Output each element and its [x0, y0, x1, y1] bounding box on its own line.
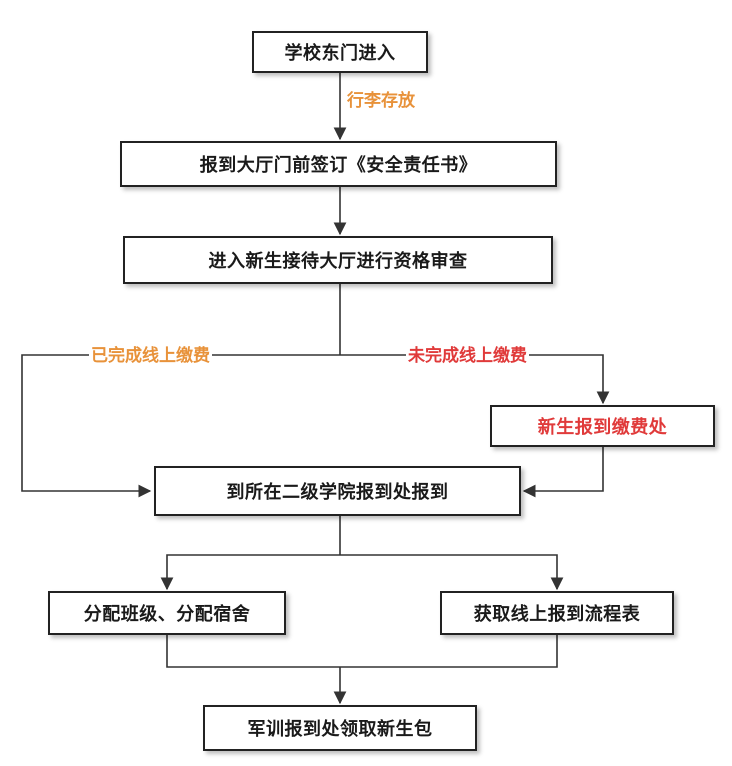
edge-flow-merge: [340, 635, 558, 668]
edge-to-assign-class: [160, 554, 340, 591]
node-assign-class: 分配班级、分配宿舍: [48, 591, 286, 635]
edge-to-flow-sheet: [340, 554, 564, 591]
edge-label-paid-online: 已完成线上缴费: [89, 345, 212, 367]
node-payment-office: 新生报到缴费处: [490, 405, 715, 447]
node-enter-east-gate: 学校东门进入: [252, 31, 428, 73]
node-military-training: 军训报到处领取新生包: [203, 705, 477, 751]
node-sign-safety: 报到大厅门前签订《安全责任书》: [120, 141, 557, 187]
edge-label-not-paid-online: 未完成线上缴费: [406, 345, 529, 367]
node-college-register: 到所在二级学院报到处报到: [154, 466, 521, 516]
edge-assign-merge: [166, 635, 340, 668]
edge-label-luggage: 行李存放: [345, 90, 417, 112]
edge-payment-to-college: [522, 447, 604, 498]
node-qualification-check: 进入新生接待大厅进行资格审查: [123, 236, 553, 284]
node-get-flow-sheet: 获取线上报到流程表: [440, 591, 674, 635]
